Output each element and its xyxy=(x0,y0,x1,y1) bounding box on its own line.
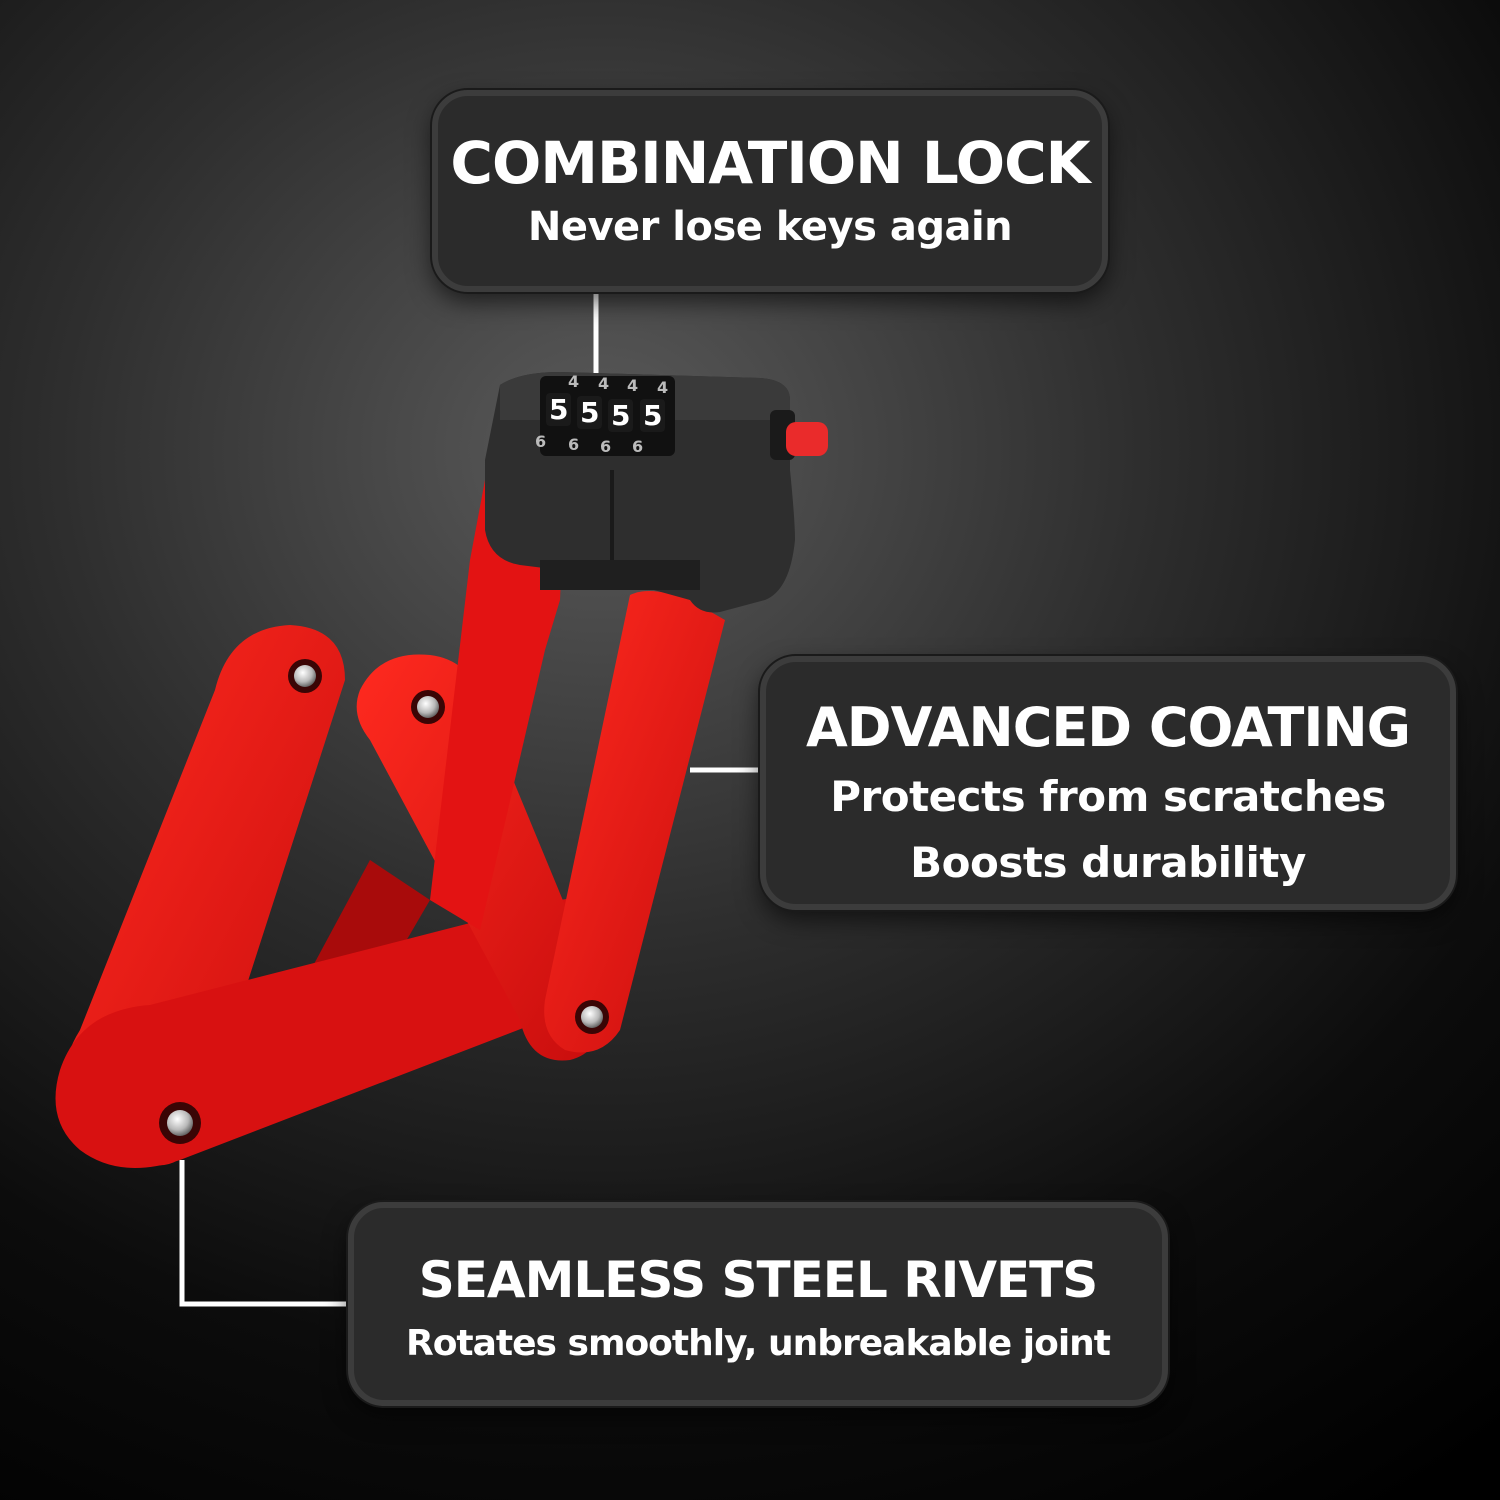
rivets xyxy=(159,659,609,1144)
callout-title: ADVANCED COATING xyxy=(806,696,1411,759)
folding-lock xyxy=(55,372,828,1168)
callout-title: COMBINATION LOCK xyxy=(450,129,1090,197)
leader-lines xyxy=(179,292,760,1307)
callout-advanced-coating: ADVANCED COATING Protects from scratches… xyxy=(760,656,1456,910)
callout-line: Rotates smoothly, unbreakable joint xyxy=(405,1323,1111,1364)
callout-line: Boosts durability xyxy=(910,838,1306,887)
combination-dial xyxy=(540,376,675,456)
callout-line: Never lose keys again xyxy=(527,204,1013,250)
callout-steel-rivets: SEAMLESS STEEL RIVETS Rotates smoothly, … xyxy=(348,1202,1168,1406)
callout-title: SEAMLESS STEEL RIVETS xyxy=(418,1251,1099,1309)
leader-line-rivets xyxy=(179,1160,348,1307)
callout-combination-lock: COMBINATION LOCK Never lose keys again xyxy=(432,90,1108,292)
release-button xyxy=(786,422,828,456)
callout-line: Protects from scratches xyxy=(830,772,1386,821)
